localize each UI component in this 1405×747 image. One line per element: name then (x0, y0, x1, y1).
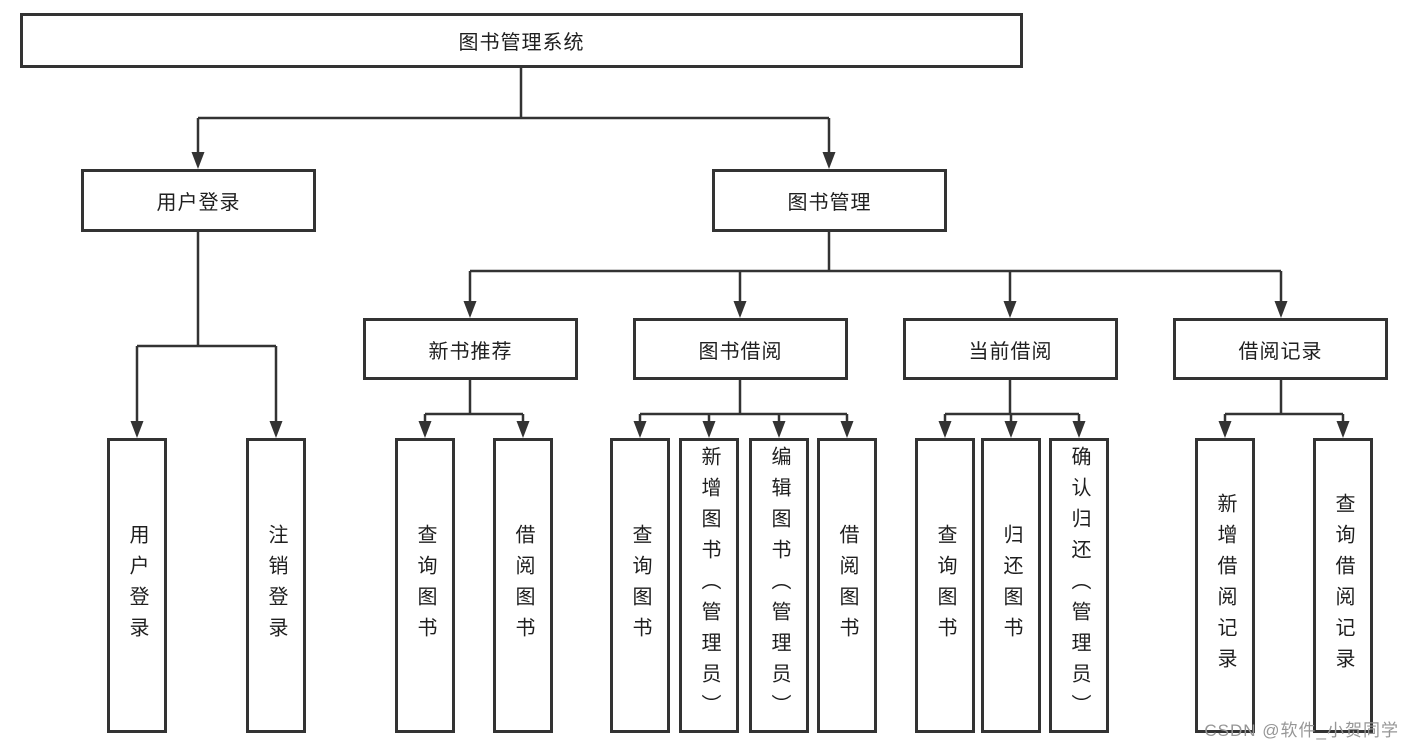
node-new-book-recommend: 新书推荐 (363, 318, 578, 380)
leaf-user-login: 用户登录 (107, 438, 167, 733)
leaf-add-borrow-record: 新增借阅记录 (1195, 438, 1255, 733)
leaf-query-books-1: 查询图书 (395, 438, 455, 733)
node-label: 借阅图书 (512, 523, 534, 648)
node-label: 当前借阅 (968, 340, 1053, 363)
leaf-logout: 注销登录 (246, 438, 306, 733)
node-label: 查询图书 (629, 523, 651, 648)
node-label: 新增图书（管理员） (698, 446, 720, 725)
node-current-borrowing: 当前借阅 (903, 318, 1118, 380)
leaf-edit-book-admin: 编辑图书（管理员） (749, 438, 809, 733)
node-label: 新书推荐 (428, 340, 513, 363)
node-label: 查询图书 (414, 523, 436, 648)
node-root-library-system: 图书管理系统 (20, 13, 1023, 68)
node-book-management: 图书管理 (712, 169, 947, 232)
csdn-watermark: CSDN @软件_小贺同学 (1204, 721, 1399, 740)
node-label: 新增借阅记录 (1214, 492, 1236, 679)
node-label: 注销登录 (265, 523, 287, 648)
node-label: 用户登录 (126, 523, 148, 648)
leaf-query-borrow-record: 查询借阅记录 (1313, 438, 1373, 733)
node-label: 借阅记录 (1238, 340, 1323, 363)
leaf-borrow-books-1: 借阅图书 (493, 438, 553, 733)
node-label: 归还图书 (1000, 523, 1022, 648)
leaf-query-books-2: 查询图书 (610, 438, 670, 733)
leaf-query-books-3: 查询图书 (915, 438, 975, 733)
node-label: 查询借阅记录 (1332, 492, 1354, 679)
node-label: 图书管理系统 (458, 32, 585, 54)
leaf-borrow-books-2: 借阅图书 (817, 438, 877, 733)
node-book-borrowing: 图书借阅 (633, 318, 848, 380)
node-user-login: 用户登录 (81, 169, 316, 232)
node-label: 查询图书 (934, 523, 956, 648)
node-label: 图书借阅 (698, 340, 783, 363)
node-borrowing-records: 借阅记录 (1173, 318, 1388, 380)
node-label: 图书管理 (787, 192, 872, 214)
leaf-confirm-return-admin: 确认归还（管理员） (1049, 438, 1109, 733)
leaf-add-book-admin: 新增图书（管理员） (679, 438, 739, 733)
node-label: 借阅图书 (836, 523, 858, 648)
leaf-return-book: 归还图书 (981, 438, 1041, 733)
arrowhead-icons (130, 152, 1350, 438)
node-label: 确认归还（管理员） (1068, 446, 1090, 725)
node-label: 用户登录 (156, 192, 241, 214)
node-label: 编辑图书（管理员） (768, 446, 790, 725)
